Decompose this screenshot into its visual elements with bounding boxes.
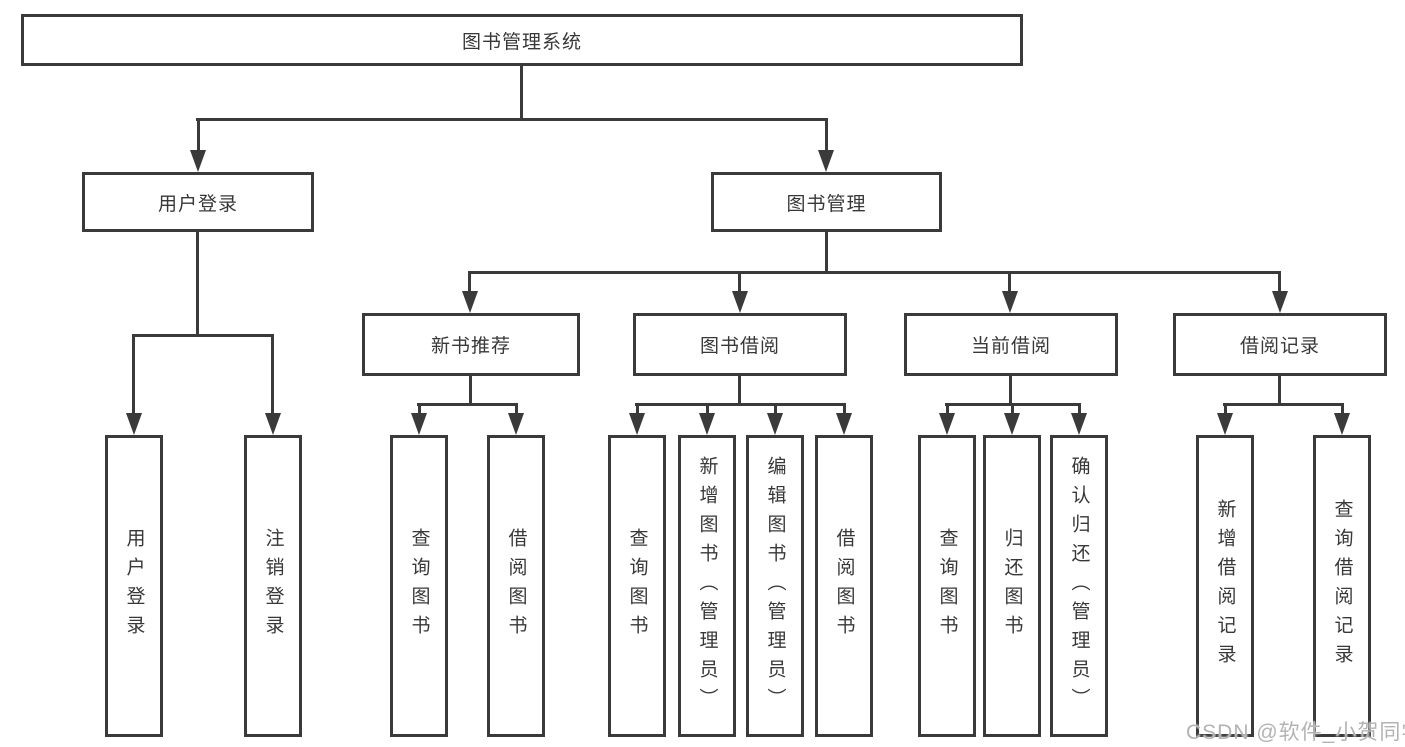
leaf-query-books-current-label: 查询图书 [936,528,958,644]
connector-line [515,403,518,415]
connector-line [468,271,1281,274]
connector-line [196,118,828,121]
node-new-book-recommend-label: 新书推荐 [430,336,511,357]
connector-line [1223,403,1343,406]
arrow-down-icon [1004,413,1020,435]
arrow-down-icon [767,413,783,435]
node-book-management-label: 图书管理 [786,193,867,215]
leaf-borrow-books-recommend: 借阅图书 [487,435,545,737]
connector-line [469,376,472,405]
connector-line [1008,271,1011,293]
connector-line [738,271,741,293]
leaf-edit-book-admin: 编辑图书（管理员） [746,435,804,737]
arrow-down-icon [836,413,852,435]
node-new-book-recommend: 新书推荐 [362,313,580,376]
connector-line [132,334,274,337]
csdn-watermark: CSDN @软件_小贺同学 [1186,721,1405,744]
arrow-down-icon [126,413,142,435]
connector-line [946,403,949,415]
connector-line [825,232,828,274]
connector-line [520,66,523,120]
connector-line [1078,403,1081,415]
leaf-return-books: 归还图书 [983,435,1041,737]
arrow-down-icon [732,291,748,313]
arrow-down-icon [818,150,834,172]
leaf-query-borrow-record: 查询借阅记录 [1313,435,1371,737]
node-user-login: 用户登录 [82,172,314,232]
arrow-down-icon [1002,291,1018,313]
leaf-user-login: 用户登录 [105,435,163,737]
leaf-query-books-borrowing-label: 查询图书 [626,528,648,644]
connector-line [706,403,709,415]
connector-line [738,376,741,405]
connector-line [468,271,471,293]
leaf-borrow-books-borrowing-label: 借阅图书 [833,528,855,644]
connector-line [418,403,421,415]
connector-line [825,118,828,152]
arrow-down-icon [265,413,281,435]
node-book-borrowing-label: 图书借阅 [699,336,780,357]
connector-line [196,232,199,336]
leaf-add-borrow-record-label: 新增借阅记录 [1214,499,1236,673]
node-root: 图书管理系统 [21,14,1023,66]
node-user-login-label: 用户登录 [157,193,238,215]
leaf-borrow-books-borrowing: 借阅图书 [815,435,873,737]
node-borrowing-records-label: 借阅记录 [1239,336,1320,357]
connector-line [132,334,135,414]
leaf-query-books-recommend: 查询图书 [390,435,448,737]
leaf-query-borrow-record-label: 查询借阅记录 [1331,499,1353,673]
arrow-down-icon [1334,413,1350,435]
leaf-confirm-return-admin: 确认归还（管理员） [1050,435,1108,737]
connector-line [1011,403,1014,415]
arrow-down-icon [1217,413,1233,435]
leaf-borrow-books-recommend-label: 借阅图书 [505,528,527,644]
connector-line [197,118,200,152]
arrow-down-icon [508,413,524,435]
connector-line [774,403,777,415]
node-book-borrowing: 图书借阅 [633,313,847,376]
node-borrowing-records: 借阅记录 [1173,313,1387,376]
connector-line [1224,403,1227,415]
connector-line [417,403,517,406]
arrow-down-icon [411,413,427,435]
arrow-down-icon [462,291,478,313]
leaf-logout: 注销登录 [244,435,302,737]
arrow-down-icon [190,150,206,172]
arrow-down-icon [629,413,645,435]
connector-line [1009,376,1012,405]
connector-line [1341,403,1344,415]
node-current-borrowing-label: 当前借阅 [970,336,1051,357]
leaf-query-books-recommend-label: 查询图书 [408,528,430,644]
node-root-label: 图书管理系统 [461,31,582,53]
connector-line [1278,376,1281,405]
arrow-down-icon [1272,291,1288,313]
leaf-query-books-borrowing: 查询图书 [608,435,666,737]
node-current-borrowing: 当前借阅 [904,313,1118,376]
arrow-down-icon [1071,413,1087,435]
leaf-add-book-admin-label: 新增图书（管理员） [696,455,718,717]
leaf-user-login-label: 用户登录 [123,528,145,644]
leaf-query-books-current: 查询图书 [918,435,976,737]
connector-line [1278,271,1281,293]
connector-line [843,403,846,415]
leaf-edit-book-admin-label: 编辑图书（管理员） [764,455,786,717]
arrow-down-icon [699,413,715,435]
connector-line [636,403,639,415]
leaf-return-books-label: 归还图书 [1001,528,1023,644]
leaf-confirm-return-admin-label: 确认归还（管理员） [1068,455,1090,717]
leaf-add-book-admin: 新增图书（管理员） [678,435,736,737]
connector-line [271,334,274,414]
arrow-down-icon [939,413,955,435]
leaf-logout-label: 注销登录 [262,528,284,644]
node-book-management: 图书管理 [711,172,942,232]
leaf-add-borrow-record: 新增借阅记录 [1196,435,1254,737]
connector-line [635,403,845,406]
